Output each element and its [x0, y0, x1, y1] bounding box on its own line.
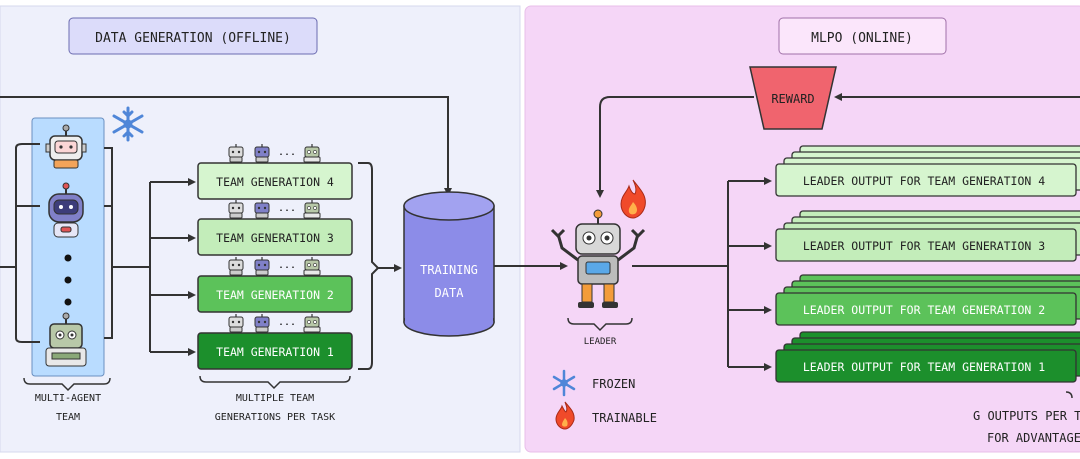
- mini-robot-icon: [303, 257, 321, 276]
- mini-robot-icon: [303, 144, 321, 163]
- flame-icon: [620, 179, 646, 219]
- ellipsis-dot-icon: [64, 254, 72, 262]
- mini-robot-ellipsis: ...: [278, 147, 296, 158]
- leader-output-stack-3: LEADER OUTPUT FOR TEAM GENERATION 3: [775, 210, 1080, 262]
- mini-robot-icon: [303, 200, 321, 219]
- outputs-brace: [1065, 391, 1073, 399]
- mini-robot-icon: [254, 314, 270, 333]
- leader-brace: [567, 317, 633, 332]
- mini-robot-ellipsis: ...: [278, 203, 296, 214]
- team-generation-2: TEAM GENERATION 2: [197, 275, 353, 313]
- legend-trainable: TRAINABLE: [592, 411, 657, 425]
- leader-outputs: LEADER OUTPUT FOR TEAM GENERATION 4 LEADE…: [775, 145, 1080, 383]
- generations-bottom-brace: [199, 375, 351, 390]
- reward-label: REWARD: [771, 92, 814, 106]
- mini-robot-ellipsis: ...: [278, 317, 296, 328]
- mini-robot-icon: [228, 200, 244, 219]
- mini-robot-icon: [303, 314, 321, 333]
- team-generation-4: TEAM GENERATION 4: [197, 162, 353, 200]
- right-title-box: [778, 17, 947, 55]
- legend-frozen: FROZEN: [592, 377, 635, 391]
- multi-agent-team-panel: [31, 117, 105, 377]
- training-data-cylinder: TRAINING DATA: [403, 191, 495, 337]
- g-outputs-line2: FOR ADVANTAGE: [987, 431, 1080, 445]
- mini-robot-icon: [254, 257, 270, 276]
- leader-output-stack-1: LEADER OUTPUT FOR TEAM GENERATION 1: [775, 331, 1080, 383]
- mini-robots-row: ... ... ...: [228, 144, 321, 333]
- multiple-label-line1: MULTIPLE TEAM: [236, 393, 314, 404]
- leader-output-label: LEADER OUTPUT FOR TEAM GENERATION 2: [803, 303, 1045, 317]
- robot-pink-icon: [45, 124, 87, 169]
- mini-robot-icon: [228, 144, 244, 163]
- team-generation-3: TEAM GENERATION 3: [197, 218, 353, 256]
- leader-output-stack-4: LEADER OUTPUT FOR TEAM GENERATION 4: [775, 145, 1080, 197]
- leader-output-card: [775, 349, 1077, 383]
- leader-output-card: [775, 228, 1077, 262]
- svg-text:TEAM GENERATION 4: TEAM GENERATION 4: [216, 175, 334, 189]
- legend-snowflake-icon: [552, 369, 576, 397]
- leader-label: LEADER: [584, 337, 617, 347]
- mini-robot-icon: [254, 144, 270, 163]
- reward-trapezoid: [749, 66, 837, 130]
- team-to-generations-connector: [112, 182, 151, 352]
- multi-agent-label-line2: TEAM: [56, 412, 80, 423]
- ellipsis-dot-icon: [64, 276, 72, 284]
- svg-text:TEAM GENERATION 2: TEAM GENERATION 2: [216, 288, 334, 302]
- team-bottom-brace: [23, 377, 111, 392]
- leader-output-card: [775, 163, 1077, 197]
- reward-to-leader-arrow: [596, 96, 754, 198]
- left-title-box: [68, 17, 318, 55]
- g-outputs-line1: G OUTPUTS PER T: [973, 409, 1080, 423]
- training-data-line1: TRAINING: [420, 263, 478, 277]
- leader-output-label: LEADER OUTPUT FOR TEAM GENERATION 3: [803, 239, 1045, 253]
- robot-purple-icon: [48, 182, 84, 238]
- leader-robot-icon: [550, 209, 646, 308]
- top-feedback-arrow: [0, 96, 452, 196]
- multiple-label-line2: GENERATIONS PER TASK: [215, 412, 335, 423]
- leader-output-stack-2: LEADER OUTPUT FOR TEAM GENERATION 2: [775, 274, 1080, 326]
- mini-robot-icon: [228, 257, 244, 276]
- snowflake-icon: [112, 106, 144, 142]
- ellipsis-dot-icon: [64, 298, 72, 306]
- leader-output-label: LEADER OUTPUT FOR TEAM GENERATION 1: [803, 360, 1045, 374]
- multi-agent-label-line1: MULTI-AGENT: [35, 393, 101, 404]
- team-left-bracket: [15, 143, 40, 343]
- leader-output-card: [775, 292, 1077, 326]
- team-right-bracket: [104, 147, 113, 339]
- team-generation-1: TEAM GENERATION 1: [197, 332, 353, 370]
- right-title: MLPO (ONLINE): [811, 31, 913, 46]
- training-data-line2: DATA: [435, 286, 465, 300]
- svg-text:TEAM GENERATION 1: TEAM GENERATION 1: [216, 345, 334, 359]
- mini-robot-ellipsis: ...: [278, 260, 296, 271]
- left-title: DATA GENERATION (OFFLINE): [95, 31, 291, 46]
- legend-flame-icon: [555, 401, 575, 430]
- mini-robot-icon: [228, 314, 244, 333]
- svg-text:TEAM GENERATION 3: TEAM GENERATION 3: [216, 231, 334, 245]
- leader-to-outputs-connector: [632, 181, 729, 367]
- leader-output-label: LEADER OUTPUT FOR TEAM GENERATION 4: [803, 174, 1045, 188]
- mini-robot-icon: [254, 200, 270, 219]
- robot-green-icon: [45, 312, 87, 367]
